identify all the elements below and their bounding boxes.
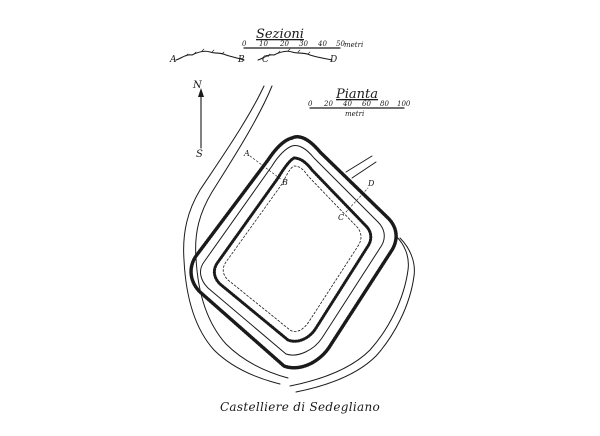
section-profile-ab [175, 50, 245, 61]
road-north-east [345, 155, 377, 179]
plan-tick-80: 80 [380, 100, 389, 108]
plan-label-a: A [243, 149, 250, 158]
compass-south-label: S [196, 149, 203, 160]
plan-tick-100: 100 [397, 100, 411, 108]
profile-label-a: A [169, 55, 177, 65]
sections-tick-10: 10 [259, 40, 268, 48]
plan-ticks: 0 20 40 60 80 100 [308, 100, 411, 108]
sections-scale: Sezioni 0 10 20 30 40 50 metri A B C D [169, 27, 363, 65]
plan-section-labels: A B C D [243, 149, 375, 222]
north-arrowhead-icon [198, 88, 204, 97]
rampart-crest [200, 145, 385, 356]
plan-label-b: B [281, 178, 288, 187]
plan-scale: Pianta 0 20 40 60 80 100 metri [308, 87, 411, 118]
sections-tick-40: 40 [317, 40, 327, 48]
castelliere-rampart [189, 135, 398, 370]
sections-tick-0: 0 [242, 40, 247, 48]
plan-unit: metri [345, 110, 364, 118]
plan-label-d: D [367, 179, 375, 188]
plan-tick-60: 60 [362, 100, 371, 108]
plan-label-c: C [338, 213, 344, 222]
sections-tick-50: 50 [336, 40, 345, 48]
north-arrow: N S [192, 80, 204, 160]
plate-caption: Castelliere di Sedegliano [219, 400, 381, 414]
sections-tick-30: 30 [299, 40, 308, 48]
plan-tick-20: 20 [323, 100, 333, 108]
sections-tick-20: 20 [279, 40, 289, 48]
sections-ticks: 0 10 20 30 40 50 [242, 40, 345, 48]
plan-tick-40: 40 [342, 100, 352, 108]
profile-label-c: C [262, 55, 269, 65]
plan-tick-0: 0 [308, 100, 313, 108]
profile-label-b: B [237, 55, 245, 65]
plan-title: Pianta [335, 87, 378, 102]
rampart-inner-edge [212, 156, 373, 343]
profile-label-d: D [329, 55, 337, 65]
road-east [289, 235, 415, 393]
compass-north-label: N [192, 80, 203, 91]
section-profile-cd [257, 50, 333, 61]
sections-unit: metri [344, 41, 363, 49]
sections-title: Sezioni [256, 27, 304, 42]
rampart-outer-edge [189, 135, 398, 370]
